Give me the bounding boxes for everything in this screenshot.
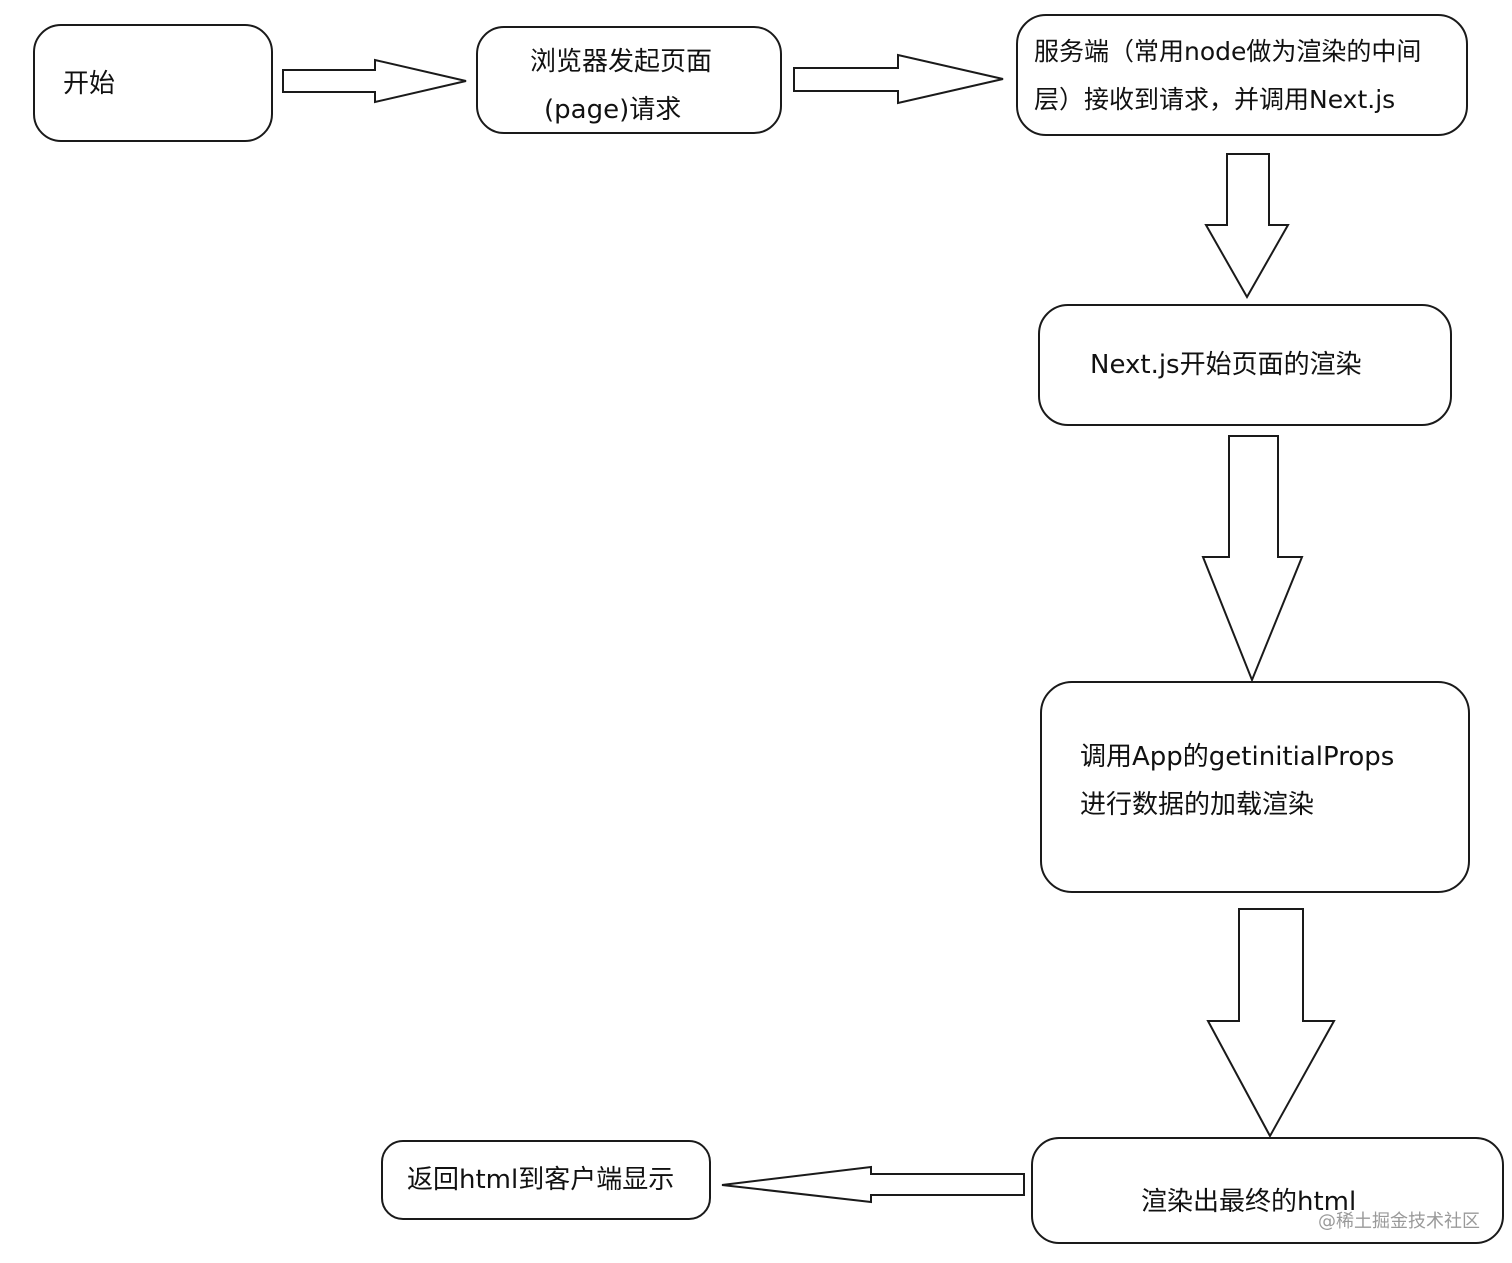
arrow-app-props-to-final-html — [1206, 908, 1336, 1139]
arrow-next-render-to-app-props — [1201, 435, 1304, 683]
return-client-label: 返回html到客户端显示 — [407, 1165, 675, 1195]
final-html-node: 渲染出最终的html — [1031, 1137, 1504, 1244]
arrow-start-to-browser — [282, 58, 467, 104]
browser-request-label-line-1: 浏览器发起页面 — [530, 47, 713, 77]
server-receive-label-line-1: 服务端（常用node做为渲染的中间 — [1034, 37, 1422, 66]
final-html-label: 渲染出最终的html — [1141, 1187, 1357, 1217]
next-render-label: Next.js开始页面的渲染 — [1090, 350, 1362, 380]
arrow-final-html-to-return-client — [721, 1165, 1025, 1204]
watermark: @稀土掘金技术社区 — [1318, 1211, 1480, 1232]
start-label: 开始 — [63, 69, 116, 99]
app-getinitialprops-node: 调用App的getinitialProps 进行数据的加载渲染 — [1040, 681, 1470, 893]
app-getinitialprops-label-line-1: 调用App的getinitialProps — [1080, 742, 1395, 772]
start-node: 开始 — [33, 24, 273, 142]
server-receive-label-line-2: 层）接收到请求，并调用Next.js — [1034, 85, 1396, 114]
arrow-browser-to-server — [793, 53, 1004, 105]
app-getinitialprops-label-line-2: 进行数据的加载渲染 — [1080, 790, 1315, 820]
browser-request-label-line-2: (page)请求 — [544, 95, 682, 125]
next-render-node: Next.js开始页面的渲染 — [1038, 304, 1452, 426]
browser-request-node: 浏览器发起页面 (page)请求 — [476, 26, 782, 134]
arrow-server-to-next-render — [1204, 153, 1290, 300]
return-client-node: 返回html到客户端显示 — [381, 1140, 711, 1220]
server-receive-node: 服务端（常用node做为渲染的中间 层）接收到请求，并调用Next.js — [1016, 14, 1468, 136]
